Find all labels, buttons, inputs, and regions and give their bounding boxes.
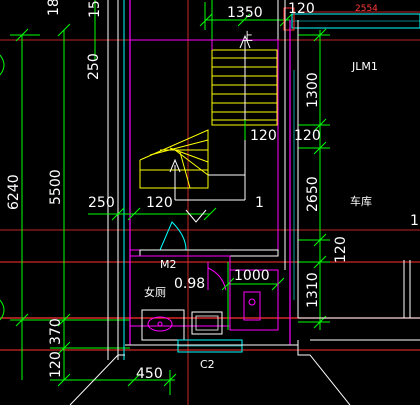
- dim-120-mid: 120: [146, 195, 173, 211]
- dim-1310: 1310: [305, 272, 321, 308]
- stair: [139, 34, 278, 201]
- dim-2554: 2554: [355, 4, 378, 14]
- dim-120-stair: 120: [250, 128, 277, 144]
- dim-150: 150: [87, 0, 103, 18]
- dimension-text: 150 18 1350 120 2554 6240 5500 370 120 2…: [6, 0, 378, 382]
- top-right-window: [283, 7, 420, 31]
- dim-1350: 1350: [227, 5, 263, 21]
- label-window-c2: C2: [200, 358, 215, 371]
- dim-120-right-a: 120: [294, 128, 321, 144]
- label-jlm1: JLM1: [351, 60, 378, 73]
- left-dimension-lines: [0, 23, 130, 387]
- label-garage: 车库: [350, 194, 372, 208]
- right-dimension-lines: [298, 28, 330, 330]
- dim-1000: 1000: [234, 268, 270, 284]
- dim-250-upper: 250: [86, 53, 102, 80]
- dim-18: 18: [46, 0, 62, 16]
- dim-120-left: 120: [48, 351, 64, 378]
- label-door-m2: M2: [160, 258, 177, 271]
- dim-5500: 5500: [48, 169, 64, 205]
- dim-1300: 1300: [305, 72, 321, 108]
- dim-0-98: 0.98: [174, 276, 205, 292]
- dim-2650: 2650: [305, 176, 321, 212]
- dim-1-stair: 1: [255, 195, 264, 211]
- label-stair-one: 1: [410, 213, 419, 229]
- dim-250-lower: 250: [88, 195, 115, 211]
- label-bathroom: 女厕: [144, 285, 166, 299]
- dim-120-right-b: 120: [333, 236, 349, 263]
- dim-120-top: 120: [288, 1, 315, 17]
- bathroom: [125, 209, 298, 353]
- label-up: 上: [242, 30, 253, 43]
- garage-walls: [293, 20, 420, 319]
- dim-6240: 6240: [6, 174, 22, 210]
- dim-450: 450: [136, 366, 163, 382]
- room-labels: 上 M2 女厕 车库 JLM1 C2 1: [144, 30, 419, 371]
- bottom-outline: [69, 339, 420, 405]
- dim-370: 370: [48, 318, 64, 345]
